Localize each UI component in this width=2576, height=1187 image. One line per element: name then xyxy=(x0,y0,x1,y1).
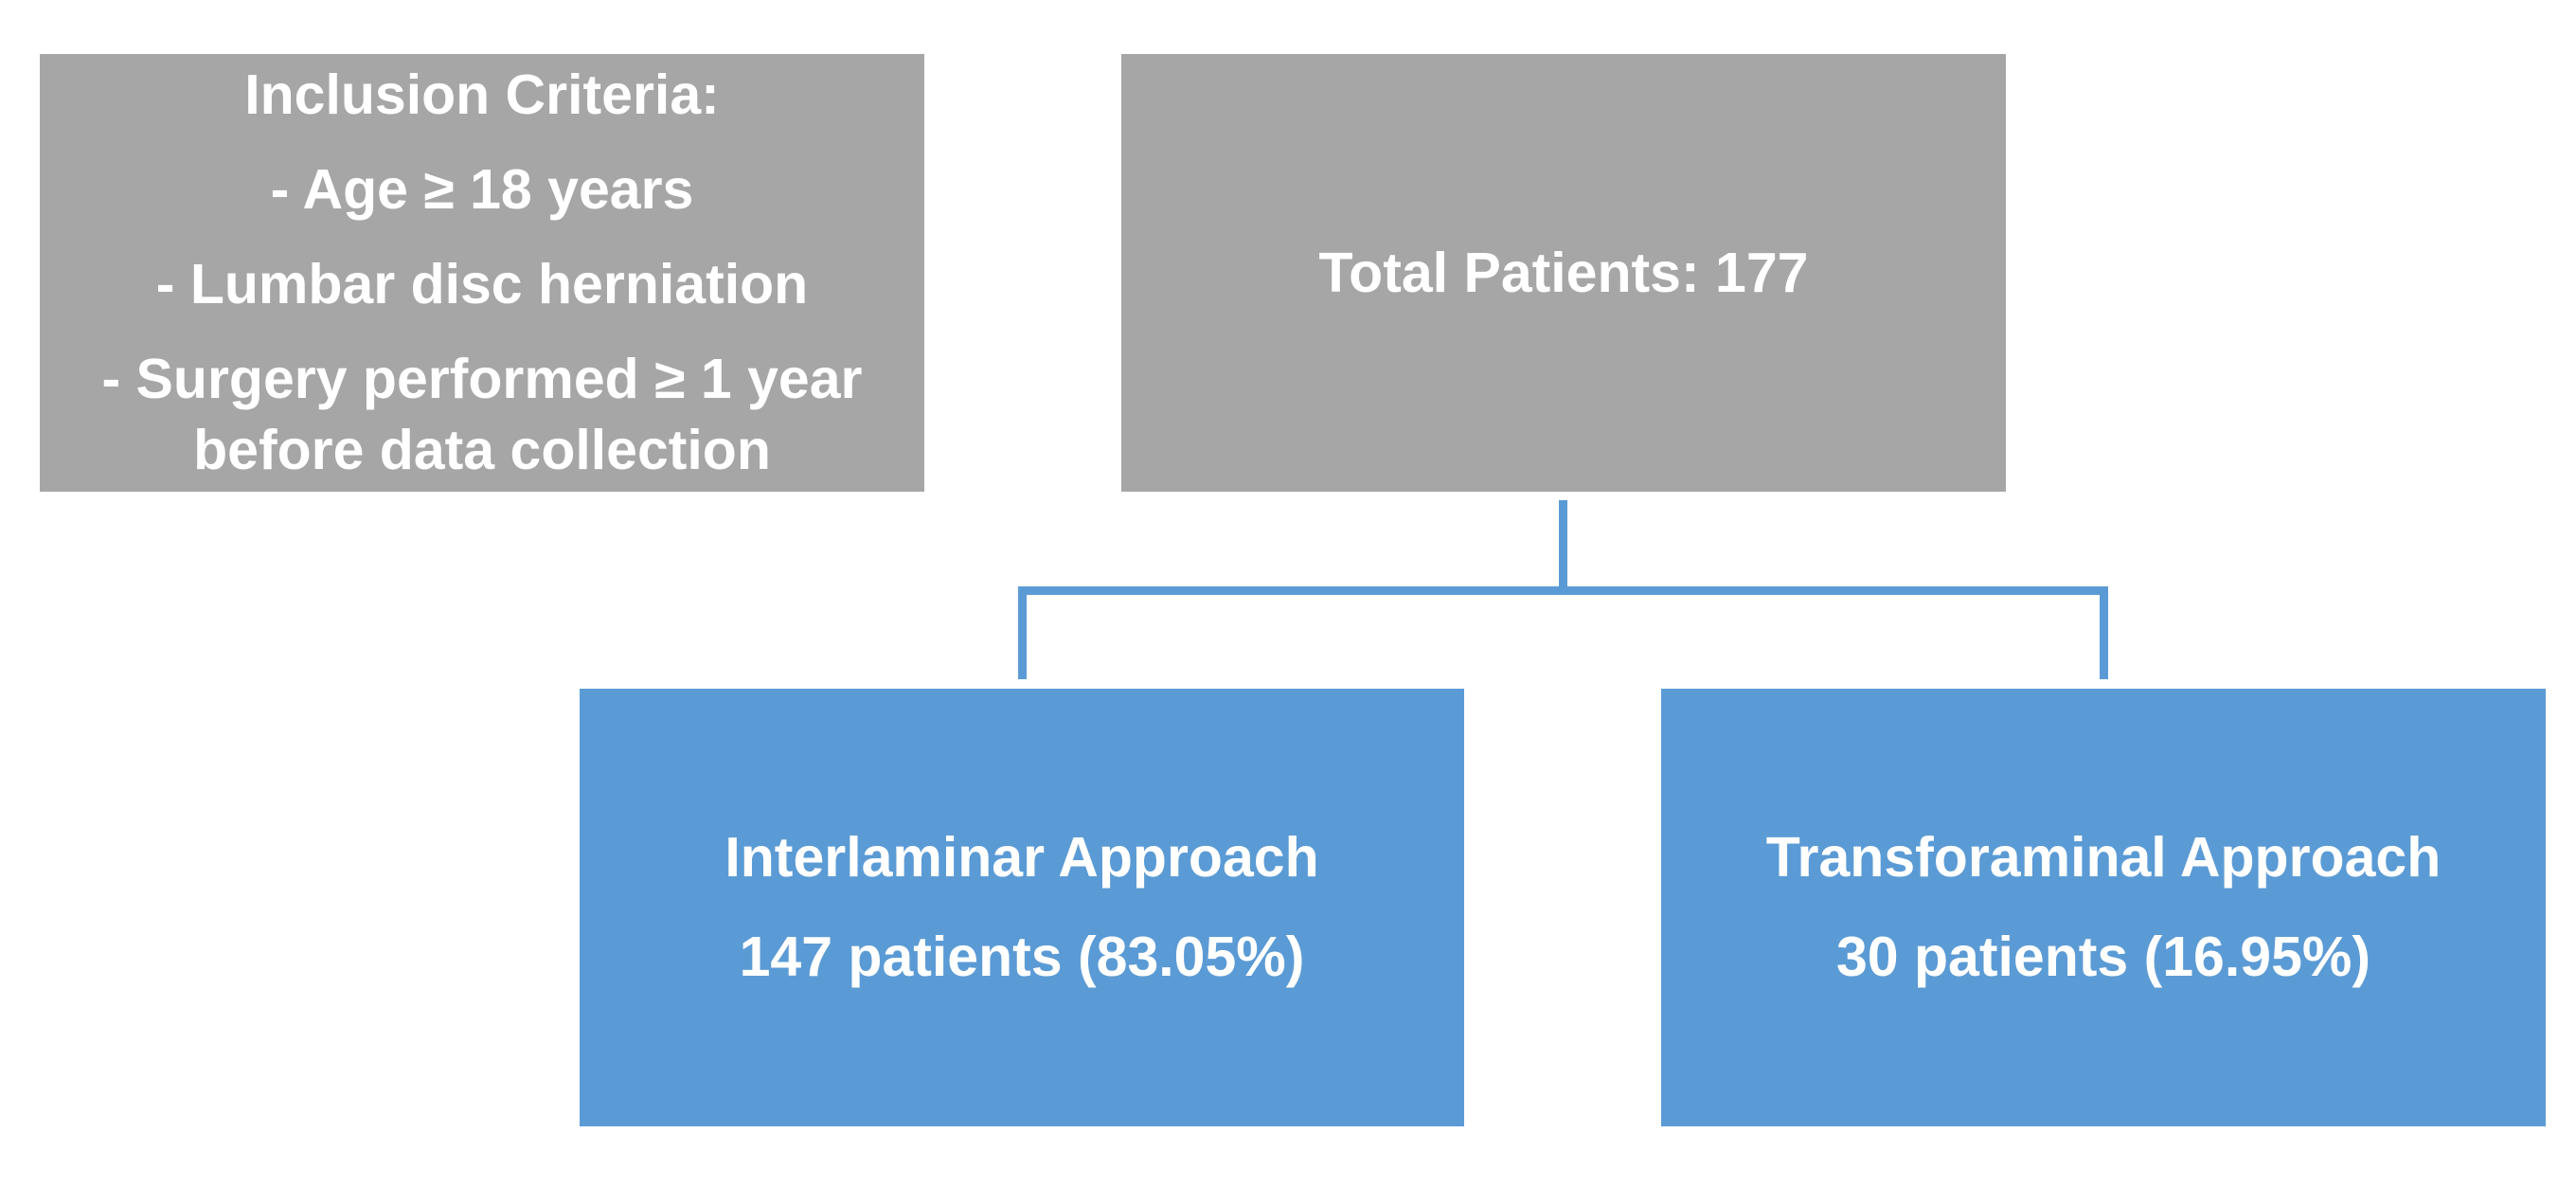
total-patients-label: Total Patients: 177 xyxy=(1318,241,1809,304)
interlaminar-approach-count: 147 patients (83.05%) xyxy=(739,926,1305,988)
transforaminal-approach-title: Transforaminal Approach xyxy=(1765,826,2442,890)
connector-right-drop-line xyxy=(2100,586,2108,679)
connector-left-drop-line xyxy=(1018,586,1027,679)
connector-stem-line xyxy=(1559,500,1567,595)
transforaminal-approach-box: Transforaminal Approach 30 patients (16.… xyxy=(1661,689,2546,1126)
total-patients-box: Total Patients: 177 xyxy=(1121,54,2006,492)
transforaminal-approach-count: 30 patients (16.95%) xyxy=(1835,926,2370,988)
interlaminar-approach-box: Interlaminar Approach 147 patients (83.0… xyxy=(580,689,1464,1126)
inclusion-criteria-item-age: - Age ≥ 18 years xyxy=(270,158,694,222)
interlaminar-approach-title: Interlaminar Approach xyxy=(724,826,1319,890)
inclusion-criteria-item-herniation: - Lumbar disc herniation xyxy=(155,253,809,316)
inclusion-criteria-box: Inclusion Criteria: - Age ≥ 18 years - L… xyxy=(40,54,924,492)
inclusion-criteria-title: Inclusion Criteria: xyxy=(244,63,720,127)
inclusion-criteria-item-surgery: - Surgery performed ≥ 1 year before data… xyxy=(101,347,863,481)
connector-horizontal-line xyxy=(1018,586,2108,595)
